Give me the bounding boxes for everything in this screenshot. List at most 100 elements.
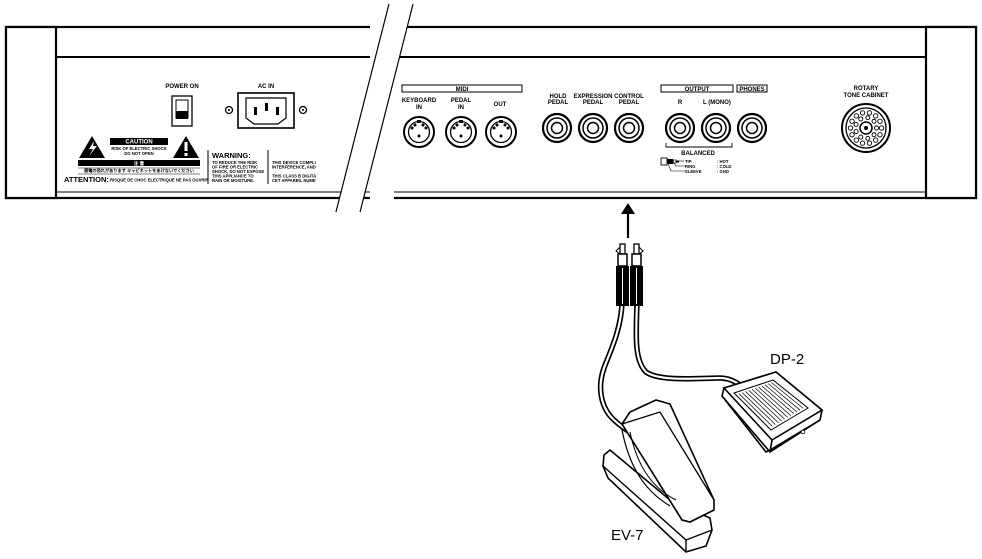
caution-line2: DO NOT OPEN [124,151,153,156]
attention-label: ATTENTION: [64,175,109,184]
midi-out-label: OUT [494,102,507,108]
expression-pedal-label-1: PEDAL [583,100,604,106]
output-r-jack[interactable] [664,112,696,144]
ring-label: RING [685,164,695,169]
caution-jp-text: 感電の恐れがあります キャビネットをあけないでください [84,167,194,174]
rotary-pin [847,125,854,131]
output-r-label: R [678,100,683,106]
fcc-line-b1: CET APPAREIL NUME [272,178,316,183]
dp2-rib [771,382,804,409]
rotary-pin [874,125,879,131]
caution-title: CAUTION [125,140,152,146]
rotary-pin [865,115,871,121]
plug-left [615,243,629,306]
rotary-pin [853,137,859,143]
power-on-label: POWER ON [165,84,198,90]
control-pedal-label-1: PEDAL [619,100,640,106]
rotary-pin [871,118,877,124]
connection-arrow [621,203,635,238]
rotary-pin [866,110,873,116]
keyboard-in-label-0: KEYBOARD [402,98,437,104]
rotary-pin [859,110,866,116]
rotary-pin [853,129,859,135]
tip-label: TIP [685,159,692,164]
midi-keyboard-in-jack[interactable] [403,116,435,148]
fcc-line-b0: THIS CLASS B DIGITA [272,174,316,179]
output-label: OUTPUT [685,87,710,93]
phones-label: PHONES [739,87,764,93]
output-l-label: L (MONO) [703,100,731,106]
midi-out-jack[interactable] [485,116,517,148]
panel-right-end-block [924,25,978,200]
phones-header-box [736,84,768,93]
warning-line-3: THIS APPLIANCE TO [212,174,254,179]
caution-label-block: CAUTION RISK OF ELECTRIC SHOCK DO NOT OP… [64,136,209,184]
rotary-pins [847,110,885,146]
expression-pedal-label-0: EXPRESSION [573,94,612,100]
rotary-pin [859,140,866,146]
fcc-line-a1: INTERFERENCE, AND [272,165,316,170]
phones-jack[interactable] [736,112,768,144]
gnd-label: : GND [717,169,729,174]
hold-pedal-jack[interactable] [541,112,573,144]
rotary-pin [878,125,885,131]
rotary-pin [873,137,879,143]
dp2-rib [748,390,782,422]
trs-plug-legend: TIP RING SLEEVE : HOT : COLD : GND [660,157,731,174]
panel-left-end-block [4,25,58,200]
expression-pedal-jack[interactable] [577,112,609,144]
ac-in-socket[interactable] [224,92,308,129]
ev7-pedal [602,399,715,553]
midi-pedal-in-jack[interactable] [445,116,477,148]
attention-text: RISQUE DE CHOC ELECTRIQUE NE PAS OUVRIR [110,178,209,183]
dp2-ribs [738,382,804,427]
panel-outline [4,25,978,200]
dp2-pedal [721,371,824,454]
hold-pedal-label-0: HOLD [550,94,568,100]
warning-line-4: RAIN OR MOISTURE. [212,178,254,183]
ev7-label: EV-7 [611,527,644,544]
dp2-rib [761,385,795,415]
dp2-rib [745,391,779,424]
warning-title: WARNING: [212,151,251,160]
ac-in-label: AC IN [258,84,274,90]
rotary-pin [865,135,871,141]
dp2-rib [768,383,801,411]
pedal-in-label-1: IN [458,105,464,111]
rear-panel: POWER ON AC IN CAUTION RISK OF ELECTR [4,3,978,214]
pedal-in-label-0: PEDAL [451,98,472,104]
dp2-rib [764,384,798,413]
rotary-pin [877,118,883,124]
balanced-label: BALANCED [681,151,715,157]
caution-line1: RISK OF ELECTRIC SHOCK [111,146,166,151]
output-l-mono-jack[interactable] [700,112,732,144]
control-pedal-jack[interactable] [613,112,645,144]
plug-right [630,243,644,306]
dp2-rib [738,393,773,427]
rotary-pin [858,116,864,122]
rotary-label-0: ROTARY [854,86,879,92]
output-header-box [660,84,734,93]
rotary-pin [858,134,864,140]
rotary-pin [853,121,859,127]
fcc-line-a0: THIS DEVICE COMPLI [272,160,316,165]
caution-jp-title: 注 意 [134,160,145,167]
rotary-pin [853,113,859,119]
dp2-rib [755,387,788,418]
rotary-pin [877,132,883,138]
dp2-label: DP-2 [770,351,804,368]
rotary-pin [871,132,877,138]
balanced-bracket [665,143,733,148]
dp2-rib [742,392,776,425]
rotary-tone-cabinet-jack[interactable] [841,103,891,153]
sleeve-label: SLEEVE [685,169,702,174]
warning-line-1: OF FIRE OR ELECTRIC [212,165,258,170]
hot-label: : HOT [717,159,729,164]
hold-pedal-label-1: PEDAL [548,100,569,106]
rotary-pin [866,140,873,146]
rotary-pin [873,113,879,119]
warning-line-2: SHOCK, DO NOT EXPOSE [212,169,264,174]
dp2-rib [758,386,792,416]
